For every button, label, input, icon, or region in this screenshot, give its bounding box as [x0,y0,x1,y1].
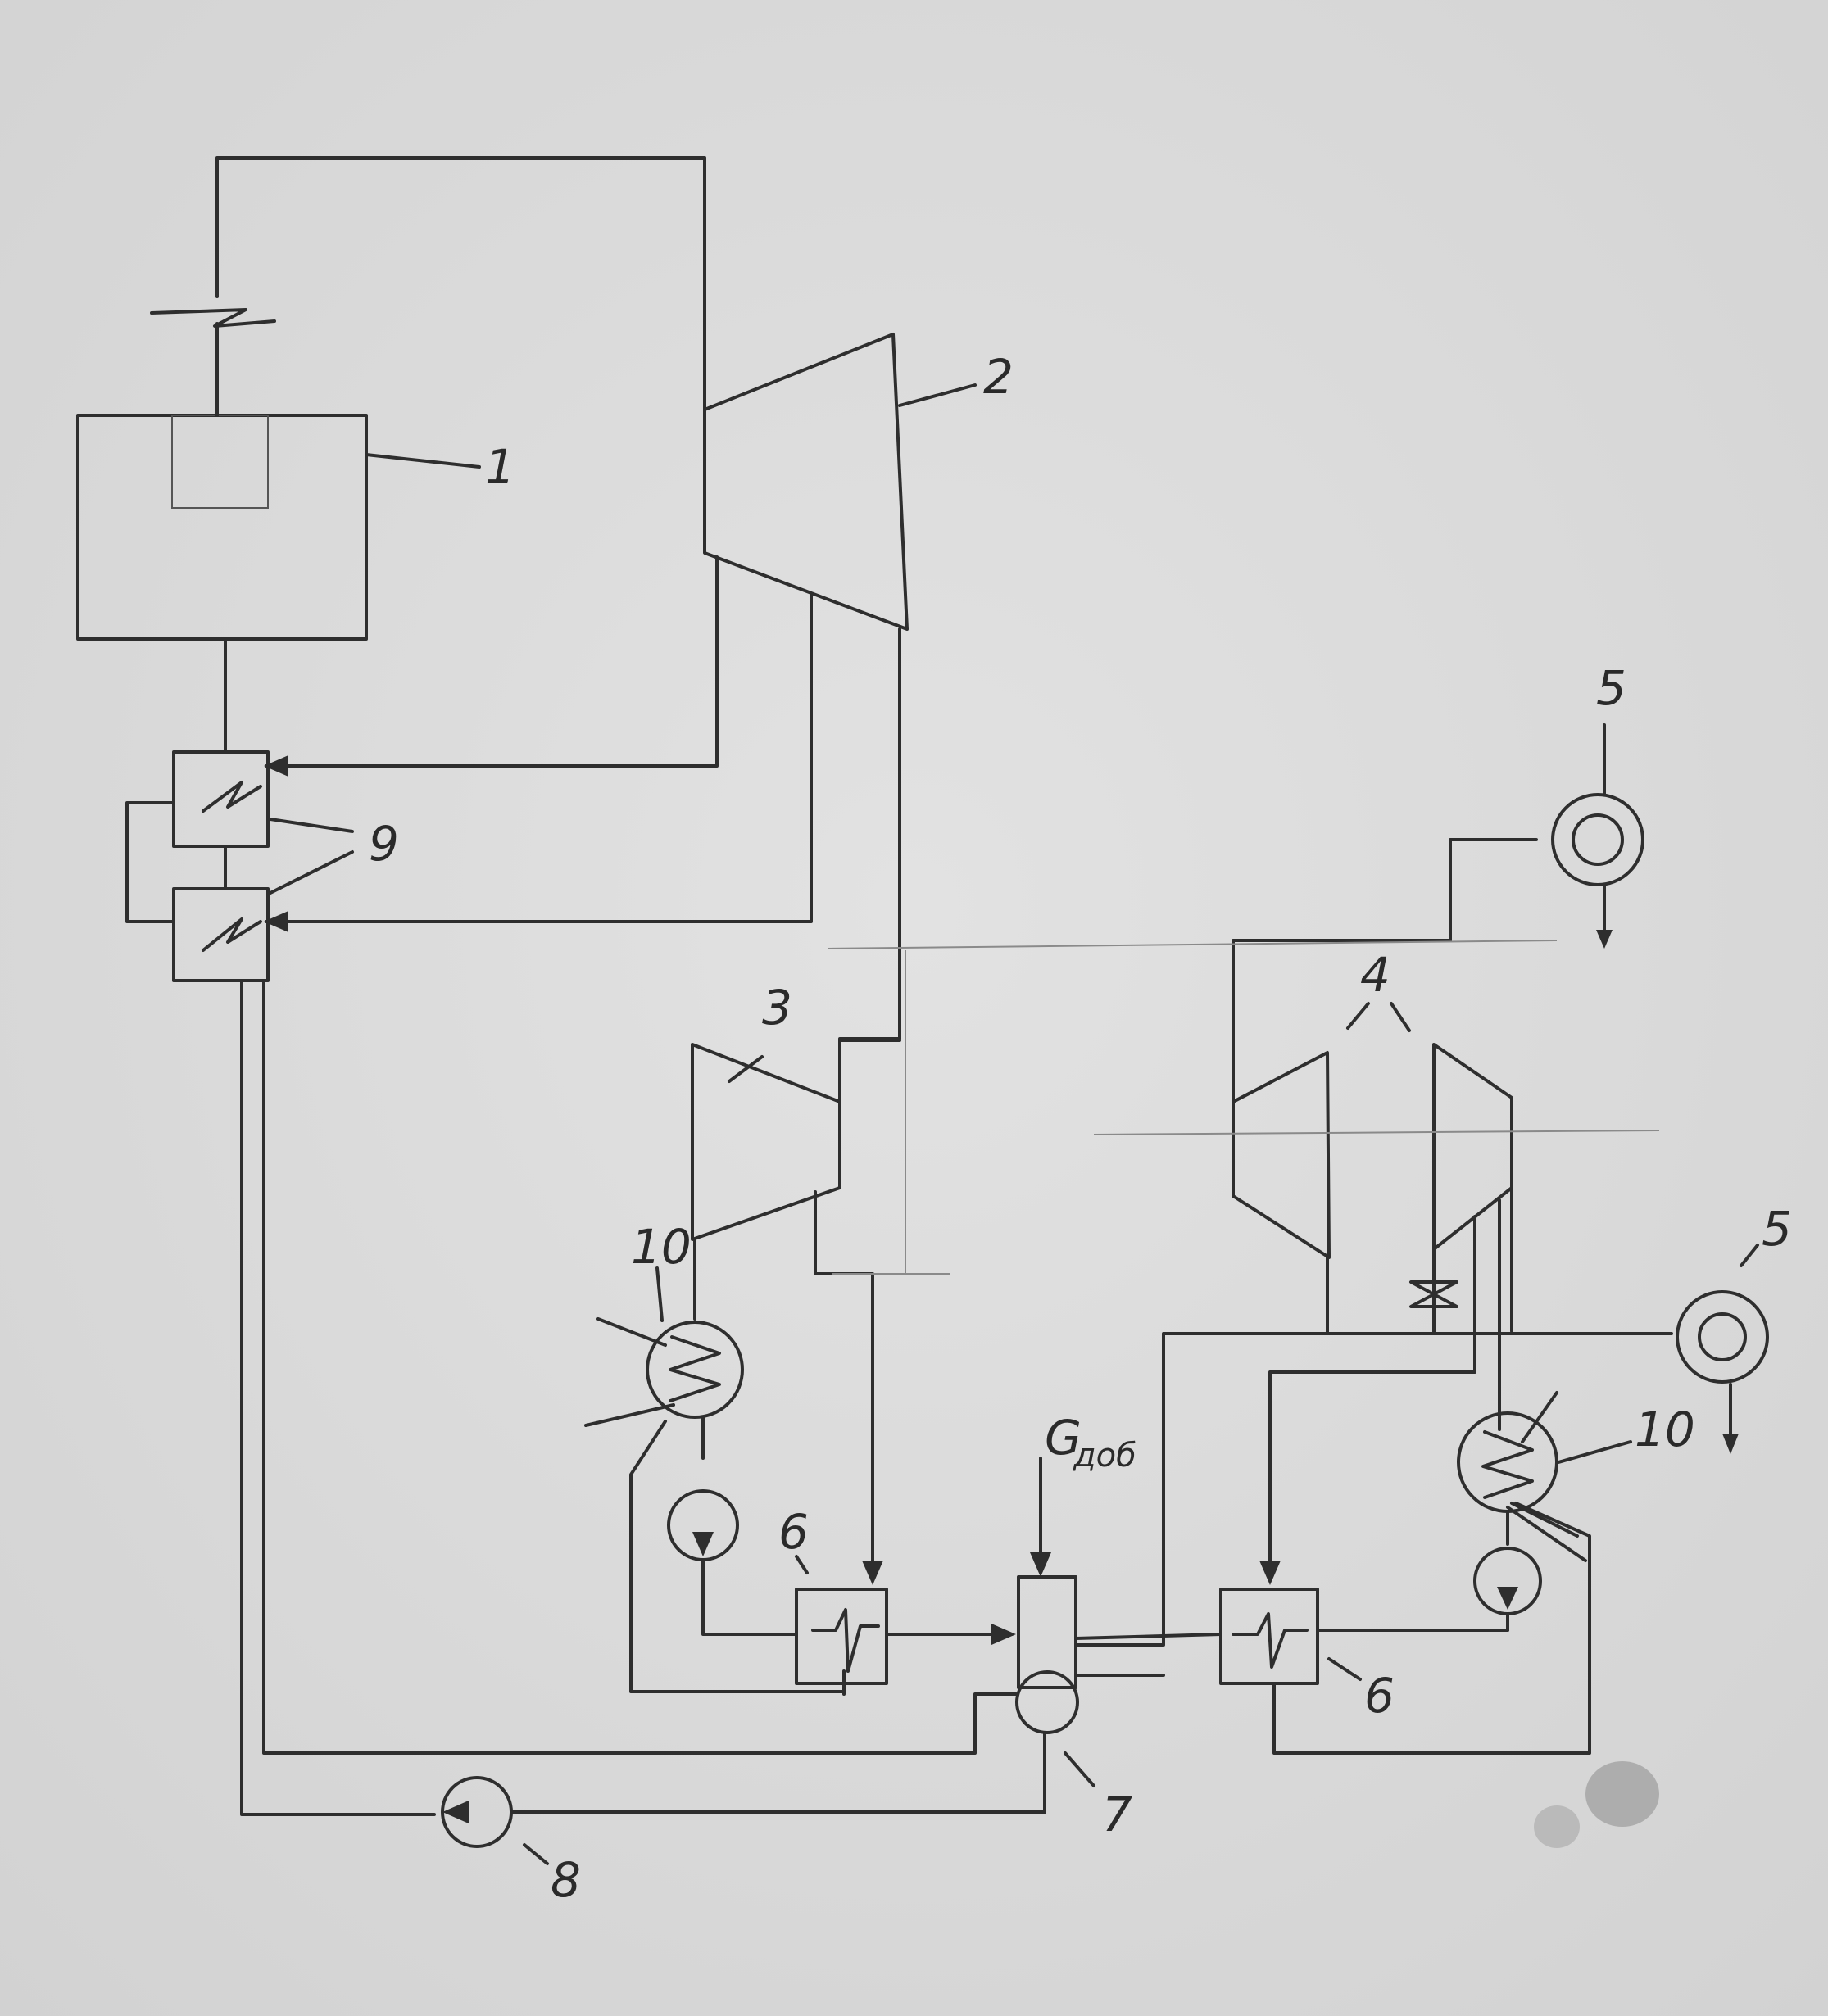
paper-smudge-large [1585,1761,1659,1827]
condensate-return-line [262,979,1018,1755]
condenser-right-cooling-c [1521,1391,1558,1443]
shaft-centerline-lp [1093,1130,1660,1135]
generator-right-leader [1740,1244,1759,1267]
condenser-left-leader [655,1266,664,1322]
condenser-left-label: 10 [631,1219,692,1275]
condenser-right-cooling-b [1506,1506,1587,1562]
condenser-right-label: 10 [1635,1402,1695,1457]
aux-turbine [691,1043,841,1241]
condensate-pump-right-arrow [1497,1587,1518,1610]
lp-extraction-line [1268,1215,1476,1579]
makeup-water-sub: доб [1073,1437,1136,1475]
condenser-left-cooling-in [596,1317,667,1347]
boiler-label: 1 [485,439,515,495]
heater-right-drain [1272,1502,1591,1755]
deaerator [1015,1575,1079,1734]
deaerator-label: 7 [1102,1787,1132,1842]
boiler-leader [365,453,481,469]
heater-right [1219,1588,1319,1685]
condenser-left-cooling-out [584,1403,675,1427]
aux-turbine-label: 3 [762,980,792,1035]
condenser-right-cooling-a [1510,1502,1579,1538]
feedwater-main-line [240,979,436,1816]
hp-turbine-label: 2 [983,349,1014,405]
lp-steam-feed [1232,838,1538,1198]
feed-pump-arrow [442,1801,469,1823]
lp-leader-left [1346,1002,1370,1030]
generator-top [1551,793,1644,886]
main-steam-path [215,156,706,417]
boiler [76,414,368,641]
paper-smudge-small [1534,1805,1580,1848]
feed-pump-leader [523,1843,549,1865]
valve-icon [1409,1280,1458,1308]
feed-pump-label: 8 [551,1852,581,1908]
heater-left-leader [795,1555,809,1574]
condenser-left [646,1321,744,1419]
generator-right-label: 5 [1762,1201,1792,1257]
heater-right-leader [1327,1657,1362,1681]
lp-turbines-label: 4 [1360,947,1390,1003]
makeup-water-label: G [1045,1410,1082,1466]
hp-heaters-label: 9 [369,816,399,872]
deaerator-to-right [1074,1332,1673,1647]
condenser-right-coil-icon [1481,1430,1534,1499]
arrow-heater-lower [264,911,288,932]
heater-leader-lower [269,850,354,895]
shaft-centerline-top [827,940,1558,949]
heater-right-label: 6 [1364,1668,1395,1724]
generator-top-arrow [1596,930,1613,949]
generator-top-label: 5 [1596,660,1626,716]
line-break-icon [150,308,276,328]
arrow-heater-upper [264,755,288,777]
generator-right-arrow [1722,1434,1739,1454]
hp-turbine-leader [898,383,977,407]
generator-right [1676,1290,1769,1384]
condensate-pump-left-arrow [692,1532,714,1556]
aux-turbine-inlet [838,1039,901,1103]
arrow-heater6-left [862,1561,883,1585]
aux-turbine-leader [728,1055,764,1083]
arrow-to-deaerator [991,1624,1016,1645]
makeup-water-arrow [1030,1552,1051,1577]
heater-left [795,1588,888,1685]
condenser-left-coil-icon [669,1335,721,1402]
condenser-right-leader [1557,1440,1632,1464]
pump-left-to-heater [701,1558,798,1636]
arrow-heater6-right [1259,1561,1281,1585]
hp-heater-lower [172,887,270,982]
heater-drain-loop [125,801,175,923]
extraction-line-upper [265,555,719,768]
extraction-line-lower [265,592,813,923]
heater-leader-upper [269,818,354,833]
lp-leader-right [1390,1002,1411,1032]
hp-heater-upper [172,750,270,848]
heater-left-label: 6 [778,1504,809,1560]
hp-turbine [703,333,909,631]
deaerator-to-heater-right [1074,1633,1222,1640]
deaerator-leader [1064,1751,1095,1787]
